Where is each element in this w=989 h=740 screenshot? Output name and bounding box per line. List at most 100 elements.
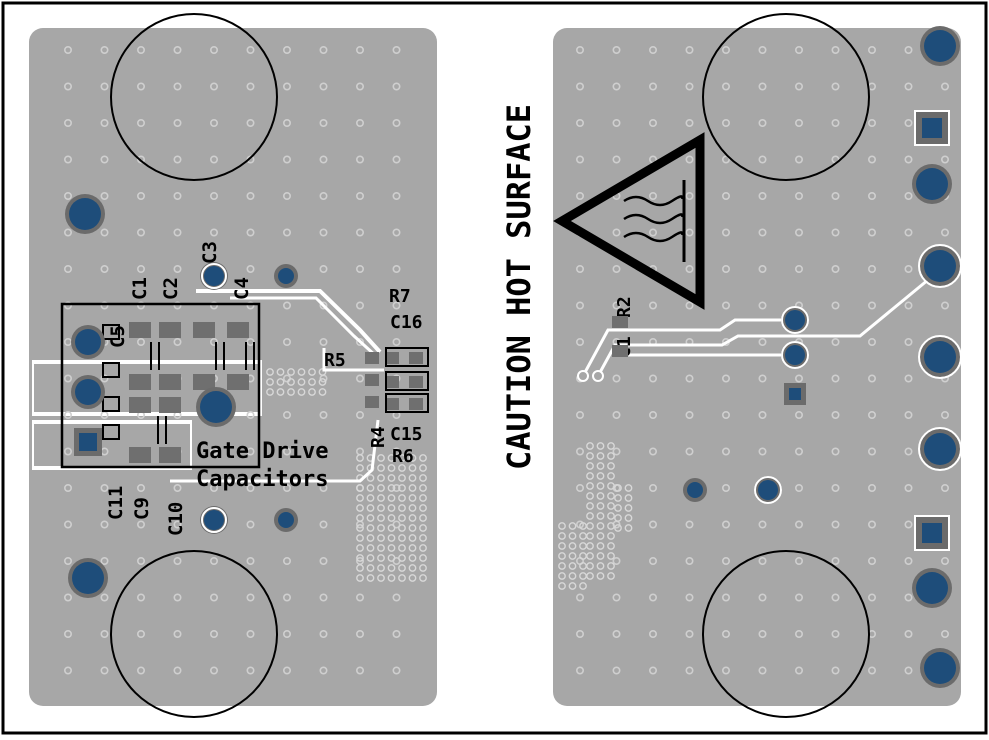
via (904, 629, 913, 638)
smd-pad (129, 374, 151, 390)
via (575, 45, 584, 54)
via (721, 301, 730, 310)
via (210, 192, 219, 201)
thermal-via (586, 442, 594, 450)
thermal-via (419, 514, 427, 522)
thermal-via (607, 552, 615, 560)
thermal-via (596, 512, 605, 520)
thermal-via (356, 544, 364, 552)
thermal-via (408, 534, 417, 542)
thermal-via (377, 474, 385, 482)
via (575, 192, 584, 201)
thermal-via (586, 502, 594, 510)
via (137, 192, 146, 201)
smd-pad (159, 397, 181, 413)
via (64, 629, 73, 638)
via (64, 228, 73, 237)
via (721, 483, 730, 492)
via (721, 556, 730, 565)
via (685, 45, 694, 54)
label-r4: R4 (368, 426, 389, 448)
via (685, 82, 694, 91)
via (685, 301, 694, 310)
thermal-via (398, 534, 406, 542)
via (355, 410, 364, 419)
via (831, 483, 840, 492)
via (575, 483, 584, 492)
thermal-via (377, 534, 385, 542)
via (173, 666, 182, 675)
thermal-via (356, 524, 364, 532)
via (794, 119, 803, 128)
via (904, 82, 913, 91)
via (648, 119, 657, 128)
thermal-via (398, 524, 406, 532)
smd-pad (159, 322, 181, 338)
smd-pad (129, 397, 151, 413)
via (282, 337, 291, 346)
via (831, 520, 840, 529)
via (648, 593, 657, 602)
via (794, 45, 803, 54)
via (831, 301, 840, 310)
via (282, 593, 291, 602)
via (282, 192, 291, 201)
via (64, 447, 73, 456)
thermal-via (419, 544, 427, 552)
via (100, 45, 109, 54)
pad-highlight (201, 263, 227, 289)
th-pad (278, 512, 294, 528)
via (282, 629, 291, 638)
thermal-via (408, 574, 417, 582)
thermal-via (596, 492, 605, 500)
via (940, 629, 949, 638)
thermal-via (419, 504, 427, 512)
via (867, 447, 876, 456)
th-pad (75, 379, 101, 405)
via (721, 666, 730, 675)
thermal-via (419, 564, 427, 572)
th-pad (924, 433, 956, 465)
pad-highlight (918, 427, 962, 471)
via (904, 556, 913, 565)
via (758, 192, 767, 201)
via (319, 483, 328, 492)
via (246, 82, 255, 91)
thermal-via (596, 482, 605, 490)
thermal-via (387, 574, 396, 582)
via (575, 82, 584, 91)
thermal-via (297, 388, 306, 396)
th-pad (200, 391, 232, 423)
thermal-via (568, 542, 577, 550)
via (137, 593, 146, 602)
thermal-via (377, 564, 385, 572)
via (612, 410, 621, 419)
via (64, 374, 73, 383)
thermal-via (387, 484, 396, 492)
via (173, 45, 182, 54)
thermal-via (568, 522, 577, 530)
via (246, 264, 255, 273)
via (137, 520, 146, 529)
via (173, 192, 182, 201)
via (282, 666, 291, 675)
thermal-via (266, 378, 274, 386)
via (612, 556, 621, 565)
thermal-via (366, 554, 375, 562)
via (648, 192, 657, 201)
via (758, 556, 767, 565)
thermal-via (596, 562, 605, 570)
thermal-via (607, 572, 615, 580)
via (392, 520, 401, 529)
via (64, 155, 73, 164)
right-via-trace-2 (592, 370, 604, 382)
via (831, 410, 840, 419)
thermal-via (596, 552, 605, 560)
via (392, 483, 401, 492)
thermal-via (377, 454, 385, 462)
via (64, 483, 73, 492)
thermal-via (579, 542, 587, 550)
via (685, 264, 694, 273)
via (867, 264, 876, 273)
